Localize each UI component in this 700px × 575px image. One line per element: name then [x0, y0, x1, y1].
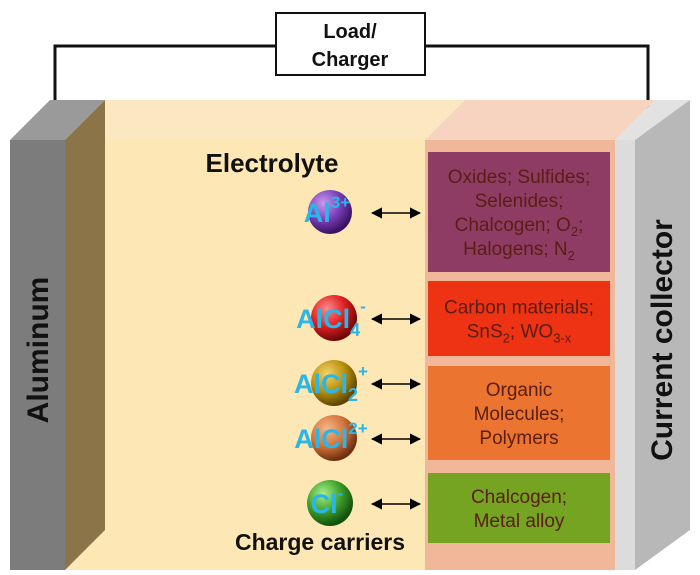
material-box: [428, 152, 610, 272]
load-label-line1: Load/: [323, 21, 377, 43]
material-text: SnS2​; WO3-x​: [467, 322, 572, 346]
material-box: [428, 366, 610, 460]
material-text: Polymers: [479, 428, 558, 449]
carriers-layer: Al3+ AlCl4- AlCl2+ AlCl2+ Cl-: [294, 190, 422, 526]
carrier-1: AlCl4-: [296, 295, 422, 341]
collector-label: Current collector: [646, 219, 679, 461]
carrier-sphere: [311, 295, 357, 341]
anode-front: [10, 140, 65, 570]
load-box: [275, 12, 426, 76]
carrier-formula: Al3+: [304, 193, 350, 228]
material-text: Metal alloy: [474, 511, 565, 532]
material-text: Selenides;: [475, 191, 564, 212]
carrier-sphere: [307, 480, 353, 526]
anode-side: [65, 100, 105, 570]
electrolyte-label: Electrolyte: [206, 148, 339, 178]
material-text: Organic: [486, 380, 553, 401]
carrier-4: Cl-: [307, 480, 422, 526]
cathode-material-0: Oxides; Sulfides; Selenides; Chalcogen; O2…: [428, 152, 610, 272]
carriers-caption: Charge carriers: [235, 529, 405, 555]
cathode-material-3: Chalcogen; Metal alloy: [428, 473, 610, 543]
material-box: [428, 473, 610, 543]
cathode-top: [425, 100, 655, 140]
collector-side: [635, 100, 690, 570]
circuit-wire: [53, 44, 650, 118]
collector-top: [615, 100, 690, 140]
carrier-sphere: [311, 360, 357, 406]
collector-front: [615, 140, 635, 570]
cathode-material-1: Carbon materials; SnS2​; WO3-x​: [428, 281, 610, 356]
carrier-sphere: [308, 190, 352, 234]
carrier-formula: AlCl4-: [296, 297, 366, 340]
material-text: Halogens; N2​: [463, 239, 575, 263]
carrier-formula: AlCl2+: [294, 362, 368, 405]
carrier-sphere: [311, 415, 357, 461]
electrolyte-region: [60, 140, 425, 570]
material-box: [428, 281, 610, 356]
load-label-line2: Charger: [312, 49, 389, 71]
carrier-0: Al3+: [304, 190, 422, 234]
materials-layer: Oxides; Sulfides; Selenides; Chalcogen; O2…: [428, 152, 610, 543]
anode-top: [10, 100, 105, 140]
carrier-formula: AlCl2+: [294, 419, 367, 454]
carrier-2: AlCl2+: [294, 360, 422, 406]
electrolyte-top: [60, 100, 465, 140]
anode-label: Aluminum: [22, 277, 55, 424]
material-text: Chalcogen; O2​;: [455, 215, 584, 239]
material-text: Carbon materials;: [444, 298, 594, 319]
material-text: Molecules;: [474, 404, 565, 425]
carrier-3: AlCl2+: [294, 415, 422, 461]
material-text: Oxides; Sulfides;: [448, 167, 591, 188]
material-text: Chalcogen;: [471, 487, 567, 508]
carrier-formula: Cl-: [311, 484, 344, 519]
